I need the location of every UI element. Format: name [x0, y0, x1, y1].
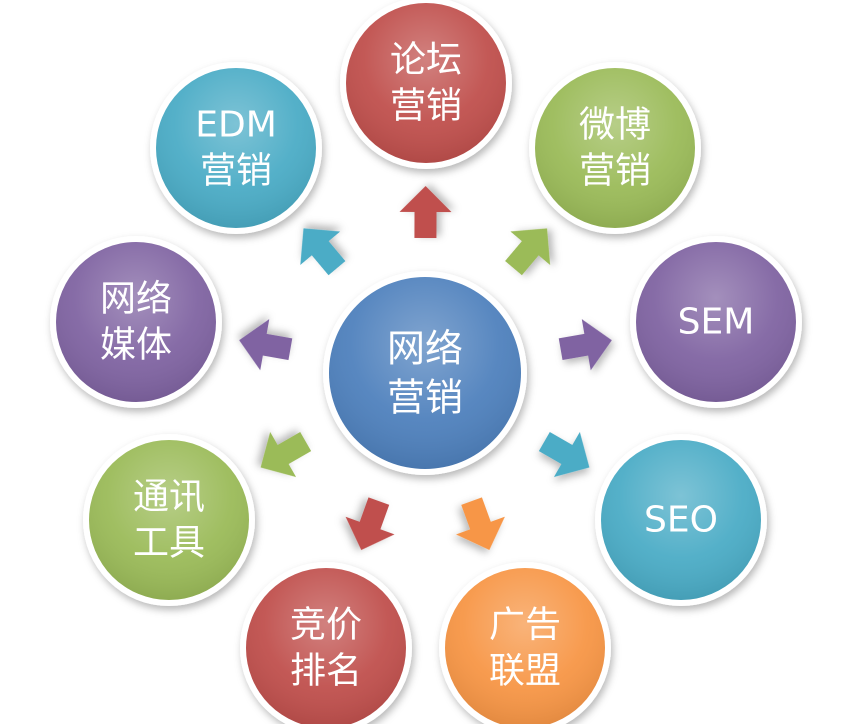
node-web-media-gloss	[56, 242, 216, 402]
node-sem: SEM	[630, 236, 802, 408]
arrow-to-bidding	[345, 497, 395, 551]
node-edm: EDM 营销	[150, 62, 322, 234]
arrows-layer	[239, 186, 612, 551]
node-label-line: 微博	[579, 104, 651, 145]
node-edm-gloss	[156, 68, 316, 228]
node-label-line: 营销	[387, 375, 463, 419]
center-node-gloss	[329, 277, 521, 469]
arrow-to-edm	[300, 228, 346, 276]
node-label-line: SEM	[678, 302, 755, 343]
node-label-line: 网络	[100, 278, 172, 319]
node-seo: SEO	[595, 434, 767, 606]
node-label-line: 通讯	[133, 476, 205, 517]
node-ad-alliance-gloss	[445, 568, 605, 724]
node-label-line: 网络	[387, 327, 463, 371]
arrow-to-im-tools	[260, 431, 312, 478]
arrow-to-seo	[538, 431, 590, 478]
node-label-line: 广告	[489, 604, 561, 645]
node-label-line: 工具	[133, 523, 205, 564]
nodes-layer: 论坛营销微博营销SEMSEO广告联盟竞价排名通讯工具网络媒体EDM营销	[50, 0, 802, 724]
arrow-to-ad-alliance	[456, 497, 505, 550]
node-label-line: 排名	[290, 651, 362, 692]
node-label-line: EDM	[195, 104, 277, 145]
node-label-line: 联盟	[489, 651, 561, 692]
node-bidding-gloss	[246, 568, 406, 724]
node-label-line: 营销	[200, 151, 272, 192]
node-label-line: 营销	[390, 86, 462, 127]
node-label-line: 营销	[579, 151, 651, 192]
node-label-line: 竞价	[290, 604, 362, 645]
arrow-to-weibo	[505, 228, 551, 276]
node-seo-gloss	[601, 440, 761, 600]
node-label-line: 媒体	[100, 325, 172, 366]
node-im-tools-gloss	[89, 440, 249, 600]
node-label-line: 论坛	[390, 39, 462, 80]
arrow-to-sem	[558, 319, 612, 371]
node-label-line: SEO	[644, 500, 718, 541]
arrow-to-forum	[399, 186, 452, 239]
node-weibo-gloss	[535, 68, 695, 228]
arrow-to-web-media	[239, 319, 293, 371]
node-sem-gloss	[636, 242, 796, 402]
node-forum-gloss	[346, 3, 506, 163]
